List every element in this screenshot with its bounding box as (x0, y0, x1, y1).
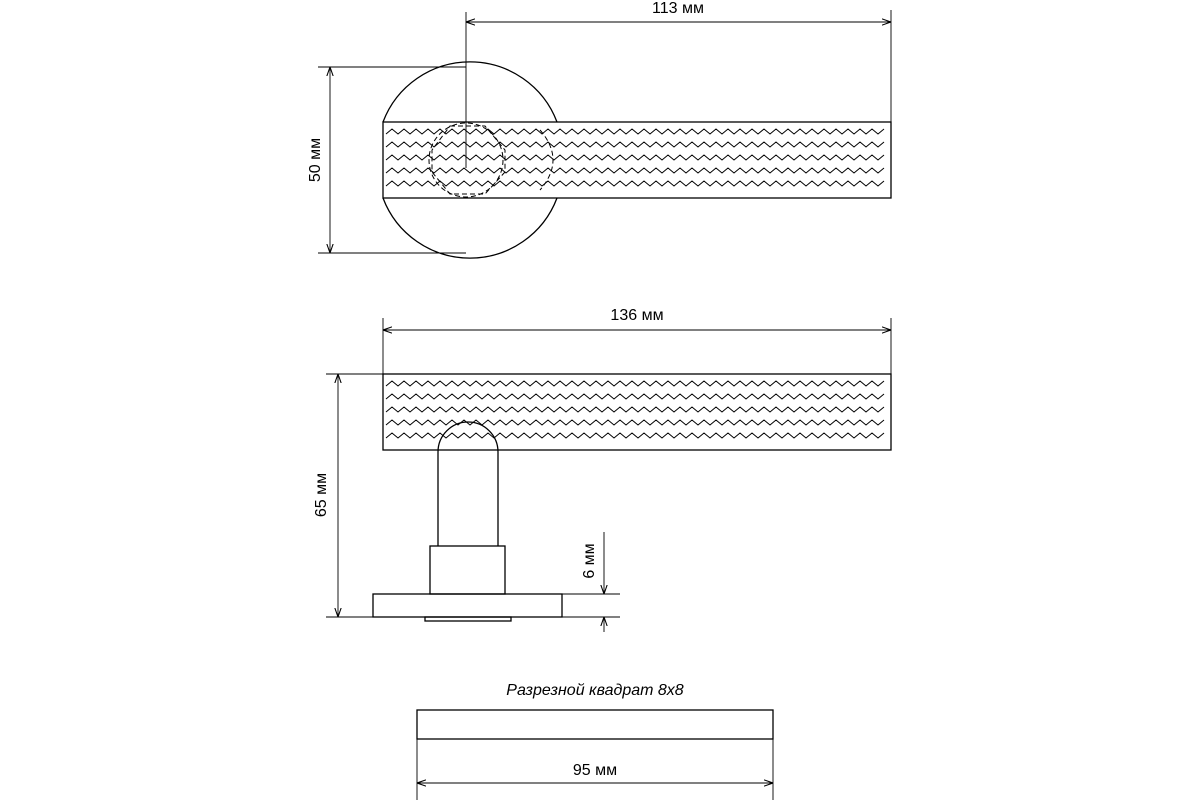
dim-113-label: 113 мм (652, 0, 704, 17)
texture-line (385, 154, 885, 161)
rose-plate (372, 593, 563, 618)
dim-50-label: 50 мм (307, 138, 324, 182)
texture-line (385, 432, 885, 439)
texture-line (385, 167, 885, 174)
lever-texture-top (385, 128, 885, 187)
texture-line (385, 406, 885, 413)
dimension-95: 95 мм (416, 739, 774, 800)
dimension-6: 6 мм (562, 532, 620, 632)
texture-line (385, 128, 885, 135)
dim-95-label: 95 мм (573, 762, 617, 779)
rose-sleeve (429, 545, 506, 595)
spindle-caption: Разрезной квадрат 8х8 (506, 682, 684, 699)
spindle-view: Разрезной квадрат 8х8 95 мм (416, 682, 774, 800)
dim-136-label: 136 мм (610, 307, 663, 324)
rose-base (424, 616, 512, 622)
spindle-bar (416, 709, 774, 740)
texture-line (385, 419, 885, 426)
texture-line (385, 141, 885, 148)
dim-65-label: 65 мм (313, 473, 330, 517)
texture-line (385, 393, 885, 400)
rosette-circle (382, 61, 558, 259)
top-view: 113 мм 50 мм (307, 0, 892, 259)
dimension-113: 113 мм (466, 0, 892, 122)
lever-body-side (382, 373, 892, 451)
hidden-spindle (428, 122, 554, 198)
lever-texture-side (385, 380, 885, 439)
lever-neck (437, 421, 499, 546)
texture-line (385, 380, 885, 387)
dimension-50: 50 мм (307, 66, 466, 254)
side-view: 136 мм 65 мм 6 мм (313, 307, 892, 632)
dimension-136: 136 мм (382, 307, 892, 374)
dim-6-label: 6 мм (581, 543, 598, 578)
lever-body-top (382, 121, 892, 199)
texture-line (385, 180, 885, 187)
dimension-65: 65 мм (313, 373, 383, 618)
